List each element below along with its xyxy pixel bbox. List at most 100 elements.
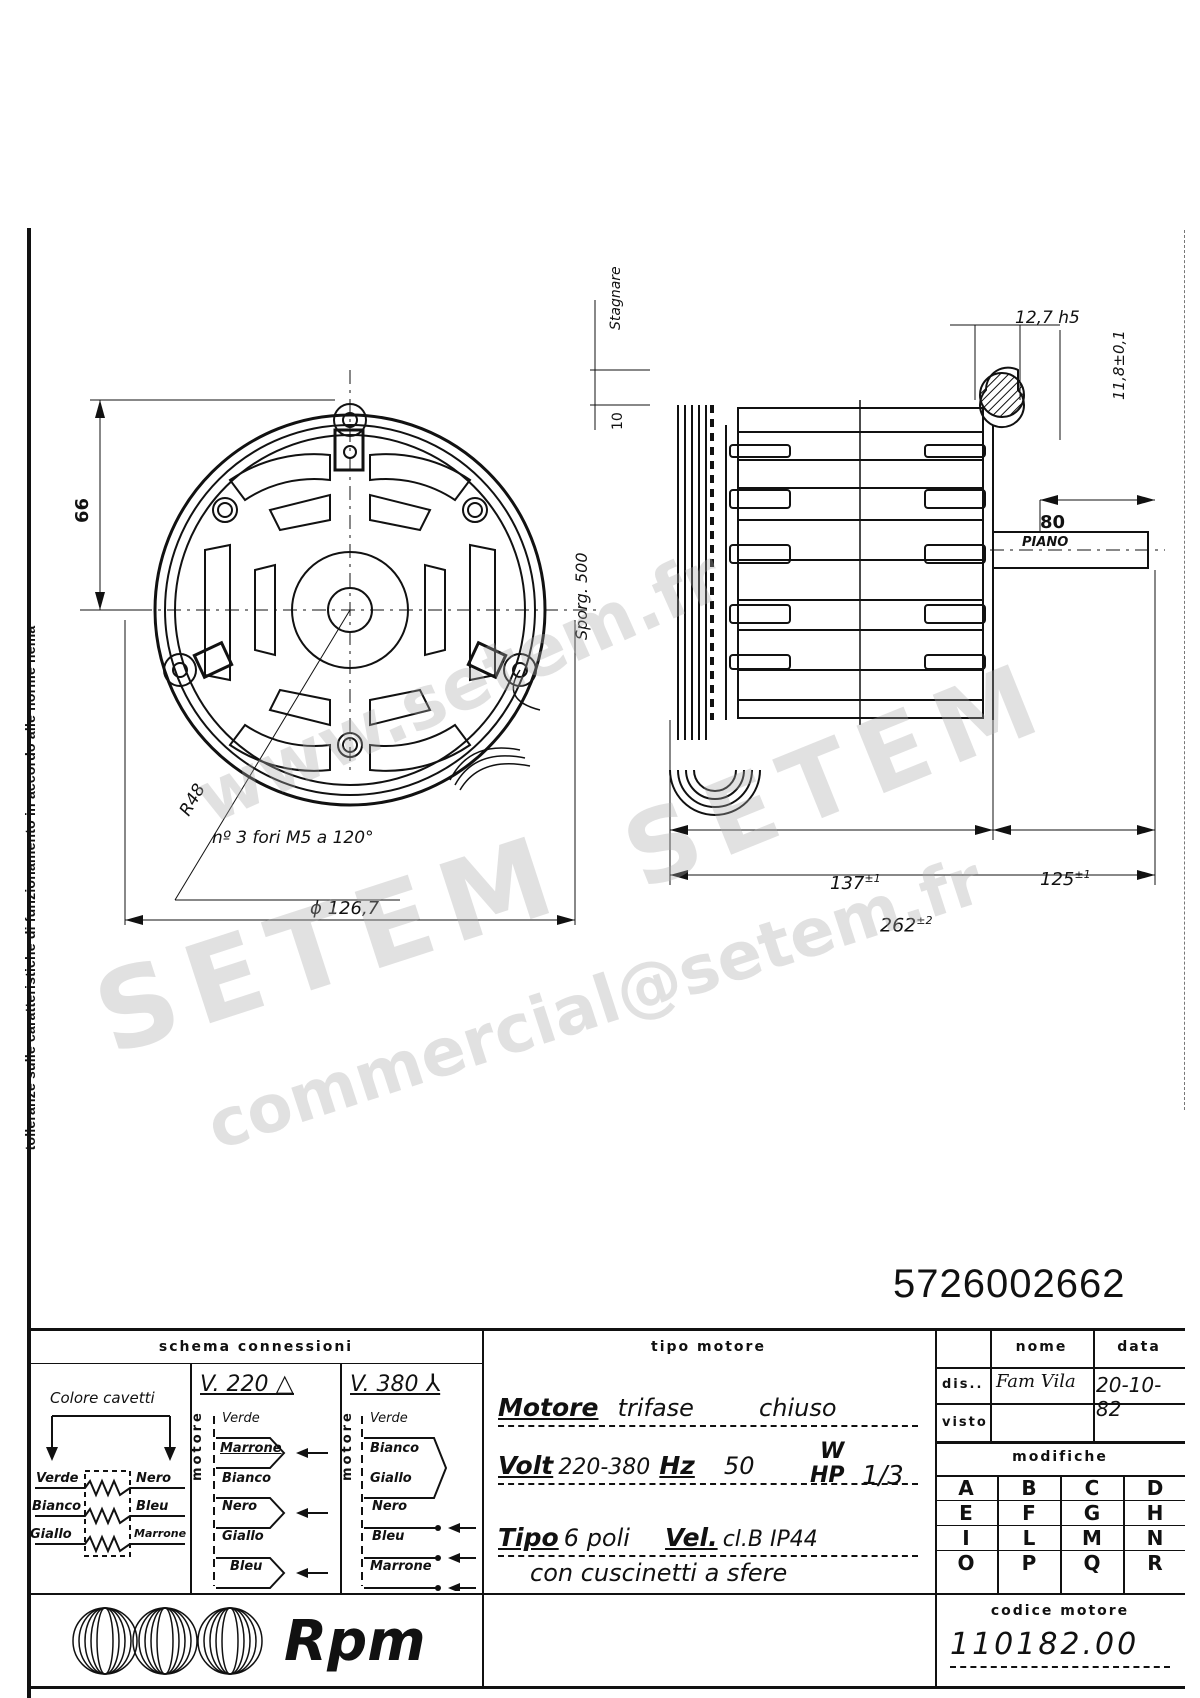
vel-label: Vel. bbox=[665, 1523, 718, 1552]
right-wire-3: Marrone bbox=[134, 1527, 187, 1540]
windings-schematic bbox=[35, 1415, 185, 1557]
modifications-title: modifiche bbox=[1012, 1449, 1108, 1465]
approvals-col-name: nome bbox=[1015, 1339, 1068, 1355]
v220-wire-6: Bleu bbox=[230, 1559, 263, 1574]
approvals-row-checked: visto bbox=[942, 1415, 988, 1430]
title-block: schema connessioni Colore cavetti Verde … bbox=[30, 1328, 1185, 1689]
dim-shaft-value: 125 bbox=[1040, 869, 1075, 890]
bearing-note: con cuscinetti a sfere bbox=[530, 1559, 788, 1587]
mod-o: O bbox=[957, 1551, 975, 1575]
rpm-logo-coils-icon bbox=[72, 1607, 263, 1675]
side-view-drawing bbox=[590, 300, 1165, 885]
hz-value: 50 bbox=[723, 1452, 755, 1480]
v220-label: V. 220 △ bbox=[200, 1369, 294, 1397]
mod-g: G bbox=[1083, 1501, 1101, 1525]
hp-label: HP bbox=[810, 1463, 845, 1488]
delta-icon: △ bbox=[275, 1369, 294, 1397]
v380-connection-diagram bbox=[361, 1416, 476, 1591]
mod-p: P bbox=[1021, 1551, 1037, 1575]
connections-title: schema connessioni bbox=[158, 1339, 354, 1355]
hz-label: Hz bbox=[659, 1451, 695, 1480]
left-wire-1: Verde bbox=[36, 1471, 79, 1486]
tipo-label: Tipo bbox=[498, 1523, 559, 1552]
v220-motor-label: motore bbox=[190, 1410, 205, 1481]
left-wire-3: Giallo bbox=[30, 1527, 72, 1542]
mod-l: L bbox=[1022, 1526, 1036, 1550]
frame-border-left bbox=[27, 228, 31, 1698]
mod-c: C bbox=[1084, 1476, 1100, 1500]
right-wire-2: Bleu bbox=[136, 1499, 169, 1514]
piano-label: PIANO bbox=[1022, 535, 1069, 550]
motor-type-title: tipo motore bbox=[651, 1339, 766, 1355]
v220-wire-1: Verde bbox=[222, 1411, 260, 1426]
mod-r: R bbox=[1147, 1551, 1163, 1575]
volt-row: Volt 220-380 Hz 50 bbox=[498, 1451, 918, 1485]
dim-body-value: 137 bbox=[830, 873, 865, 894]
tipo-row: Tipo 6 poli Vel. cl.B IP44 bbox=[498, 1523, 918, 1557]
v380-label: V. 380 ⅄ bbox=[350, 1369, 440, 1397]
mod-b: B bbox=[1021, 1476, 1037, 1500]
right-wire-1: Nero bbox=[136, 1471, 172, 1486]
motore-label: Motore bbox=[498, 1393, 599, 1422]
shaft-flat-dim: 11,8±0,1 bbox=[1110, 330, 1128, 400]
mod-n: N bbox=[1146, 1526, 1164, 1550]
dim-shaft-tolerance: ±1 bbox=[1074, 868, 1091, 881]
dim-shaft-length: 125±1 bbox=[1040, 868, 1091, 890]
left-wire-2: Bianco bbox=[32, 1499, 82, 1514]
drawn-signature: Fam Vila bbox=[996, 1371, 1076, 1392]
mod-f: F bbox=[1022, 1501, 1036, 1525]
v380-wire-5: Bleu bbox=[372, 1529, 405, 1544]
piano-dim: 80 bbox=[1040, 512, 1066, 533]
motore-phase: trifase bbox=[617, 1394, 694, 1422]
v220-text: V. 220 bbox=[200, 1372, 269, 1397]
drawing-number: 5726002662 bbox=[893, 1262, 1126, 1306]
holes-note: nº 3 fori M5 a 120° bbox=[212, 828, 374, 848]
v380-wire-4: Nero bbox=[372, 1499, 408, 1514]
volt-value: 220-380 bbox=[558, 1455, 651, 1480]
mod-d: D bbox=[1146, 1476, 1164, 1500]
drawn-date: 20-10-82 bbox=[1096, 1373, 1162, 1421]
v220-wire-4: Nero bbox=[222, 1499, 258, 1514]
frame-border-right bbox=[1184, 230, 1186, 1110]
v220-wire-2: Marrone bbox=[220, 1441, 282, 1456]
v220-wire-3: Bianco bbox=[222, 1471, 272, 1486]
vel-value: cl.B IP44 bbox=[722, 1527, 818, 1552]
shaft-diameter-dim: 12,7 h5 bbox=[1015, 308, 1080, 328]
mod-e: E bbox=[959, 1501, 973, 1525]
dim-height-66: 66 bbox=[72, 497, 94, 524]
dim-total-value: 262 bbox=[880, 914, 917, 937]
motor-row: Motore trifase chiuso bbox=[498, 1393, 918, 1427]
mod-m: M bbox=[1082, 1526, 1102, 1550]
motor-code-title: codice motore bbox=[990, 1603, 1130, 1619]
sporg-label: Sporg. 500 bbox=[572, 552, 591, 640]
front-view-drawing bbox=[80, 370, 600, 925]
mod-h: H bbox=[1146, 1501, 1164, 1525]
mod-a: A bbox=[958, 1476, 974, 1500]
v380-wire-2: Bianco bbox=[370, 1441, 420, 1456]
v380-motor-label: motore bbox=[340, 1410, 355, 1481]
v220-connection-diagram bbox=[213, 1416, 328, 1589]
motore-enclosure: chiuso bbox=[759, 1394, 837, 1422]
dim-total-length: 262±2 bbox=[880, 914, 932, 936]
motor-code-value: 110182.00 bbox=[950, 1627, 1170, 1668]
mod-q: Q bbox=[1083, 1551, 1101, 1575]
mod-i: I bbox=[962, 1526, 970, 1550]
dim-total-tolerance: ±2 bbox=[916, 914, 933, 927]
hp-value: 1/3 bbox=[862, 1461, 904, 1491]
rpm-logo-text: Rpm bbox=[284, 1609, 426, 1674]
tipo-value: 6 poli bbox=[563, 1524, 630, 1552]
approvals-row-drawn: dis.. bbox=[942, 1377, 984, 1392]
v380-wire-3: Giallo bbox=[370, 1471, 412, 1486]
volt-label: Volt bbox=[498, 1451, 554, 1480]
w-label: W bbox=[820, 1439, 845, 1464]
v380-text: V. 380 bbox=[350, 1372, 419, 1397]
v380-wire-6: Marrone bbox=[370, 1559, 432, 1574]
cable-colors-label: Colore cavetti bbox=[50, 1389, 155, 1407]
dim-body-length: 137±1 bbox=[830, 872, 881, 894]
v380-wire-1: Verde bbox=[370, 1411, 408, 1426]
v220-wire-5: Giallo bbox=[222, 1529, 264, 1544]
dim-body-tolerance: ±1 bbox=[864, 872, 881, 885]
dim-diameter: ϕ 126,7 bbox=[310, 898, 380, 919]
approvals-col-date: data bbox=[1117, 1339, 1161, 1355]
stagnare-label: Stagnare bbox=[608, 266, 624, 330]
